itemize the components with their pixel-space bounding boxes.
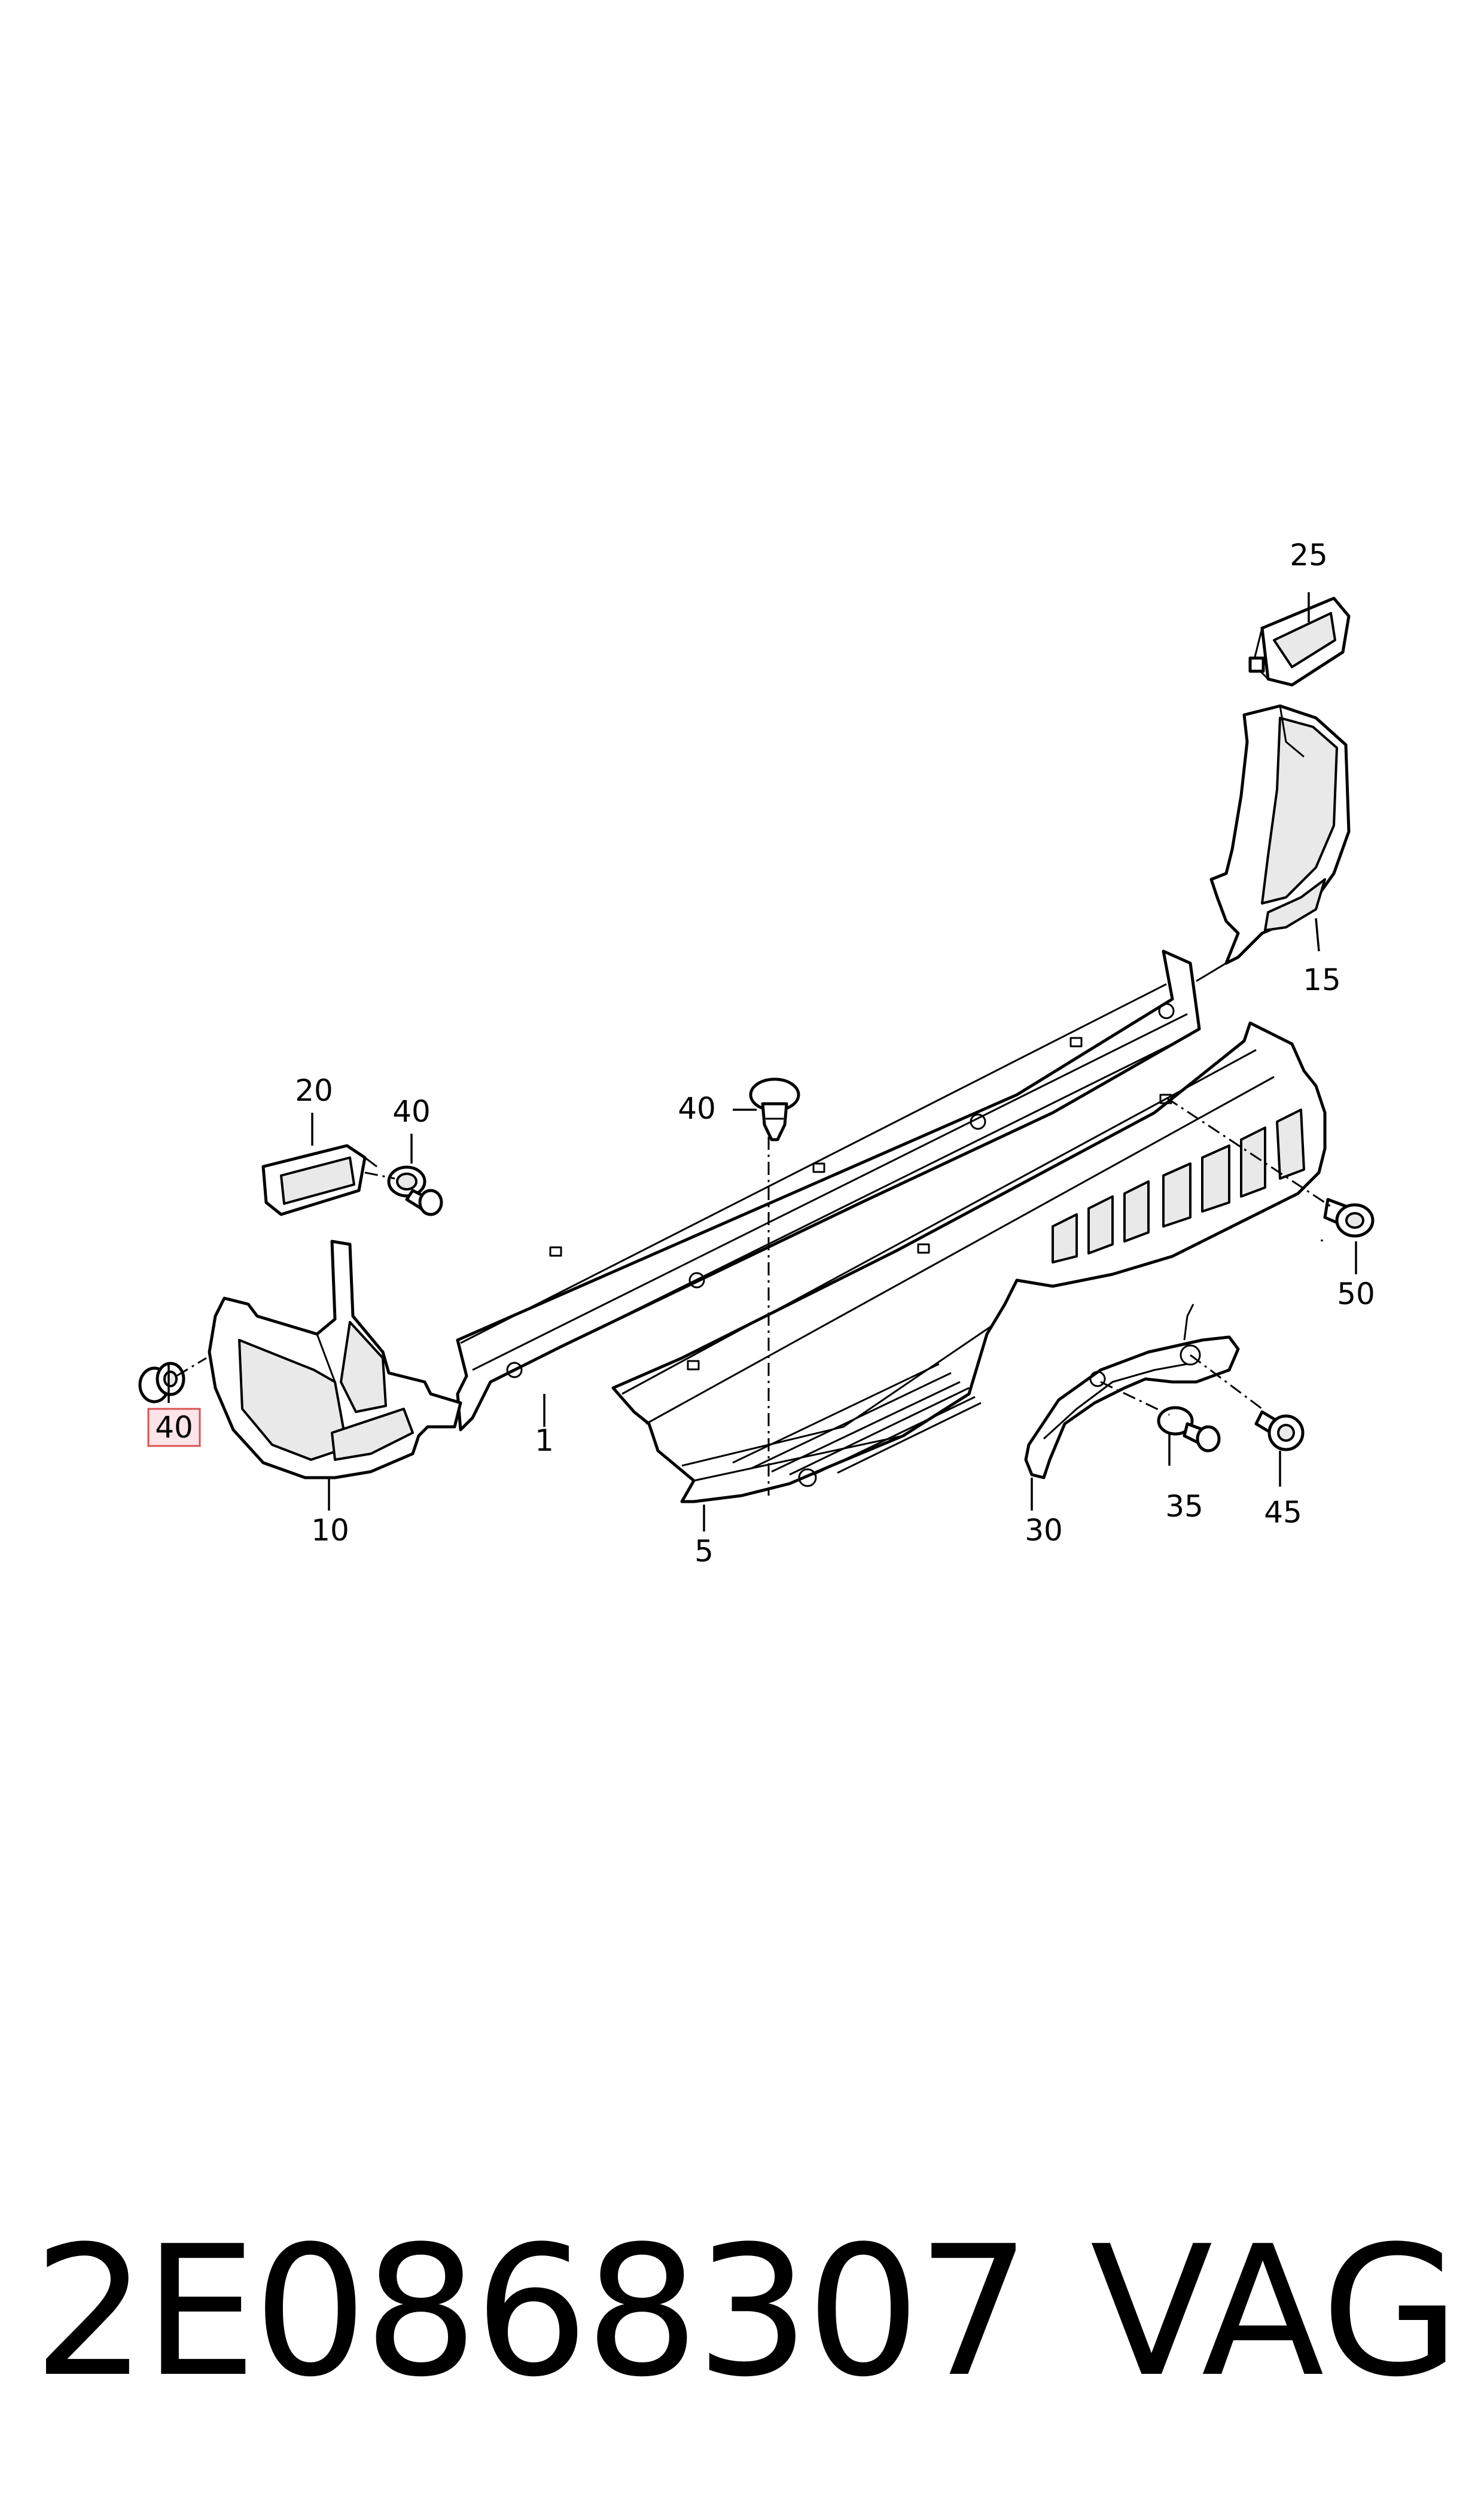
assembly-line [364, 1171, 395, 1180]
callout-40-highlighted-text: 40 [155, 1410, 193, 1445]
part-1-support-bar [456, 949, 1201, 1432]
fastener-45 [1254, 1410, 1305, 1451]
fastener-40-top-left [387, 1165, 443, 1216]
callout-20: 20 [295, 1073, 333, 1108]
part-15-right-corner [1196, 704, 1351, 982]
callout-10: 10 [311, 1513, 349, 1548]
callout-5: 5 [694, 1534, 714, 1569]
callout-45: 45 [1264, 1495, 1302, 1530]
callout-40-center: 40 [678, 1091, 716, 1126]
fastener-35 [1157, 1406, 1221, 1453]
callout-15: 15 [1303, 963, 1341, 997]
callout-40-highlighted[interactable]: 40 [147, 1408, 201, 1447]
callout-25: 25 [1290, 538, 1328, 573]
part-30-mounting-bracket [1024, 1304, 1240, 1479]
part-10-left-corner [208, 1240, 462, 1479]
callout-1: 1 [535, 1423, 554, 1458]
part-number: 2E0868307 [33, 2208, 1031, 2416]
part-5-step-bumper [611, 1021, 1327, 1503]
part-25-bracket [1248, 596, 1351, 687]
leader-lines [167, 592, 1357, 1531]
footer: 2E0868307 VAG [0, 2213, 1484, 2411]
part-20-bracket [261, 1144, 377, 1216]
callout-40-top: 40 [392, 1094, 431, 1129]
callout-30: 30 [1025, 1513, 1063, 1548]
assembly-line [1190, 1354, 1263, 1410]
assembly-line [1166, 1097, 1334, 1210]
callout-35: 35 [1165, 1489, 1203, 1524]
fastener-50 [1323, 1198, 1375, 1238]
callout-50: 50 [1337, 1277, 1375, 1311]
assembly-line [176, 1357, 207, 1377]
fastener-40-center [749, 1077, 800, 1141]
fastener-40-left [138, 1362, 185, 1403]
assembly-line [1100, 1381, 1170, 1416]
brand-name: VAG [1090, 2208, 1460, 2416]
highlight-box [147, 1408, 201, 1447]
